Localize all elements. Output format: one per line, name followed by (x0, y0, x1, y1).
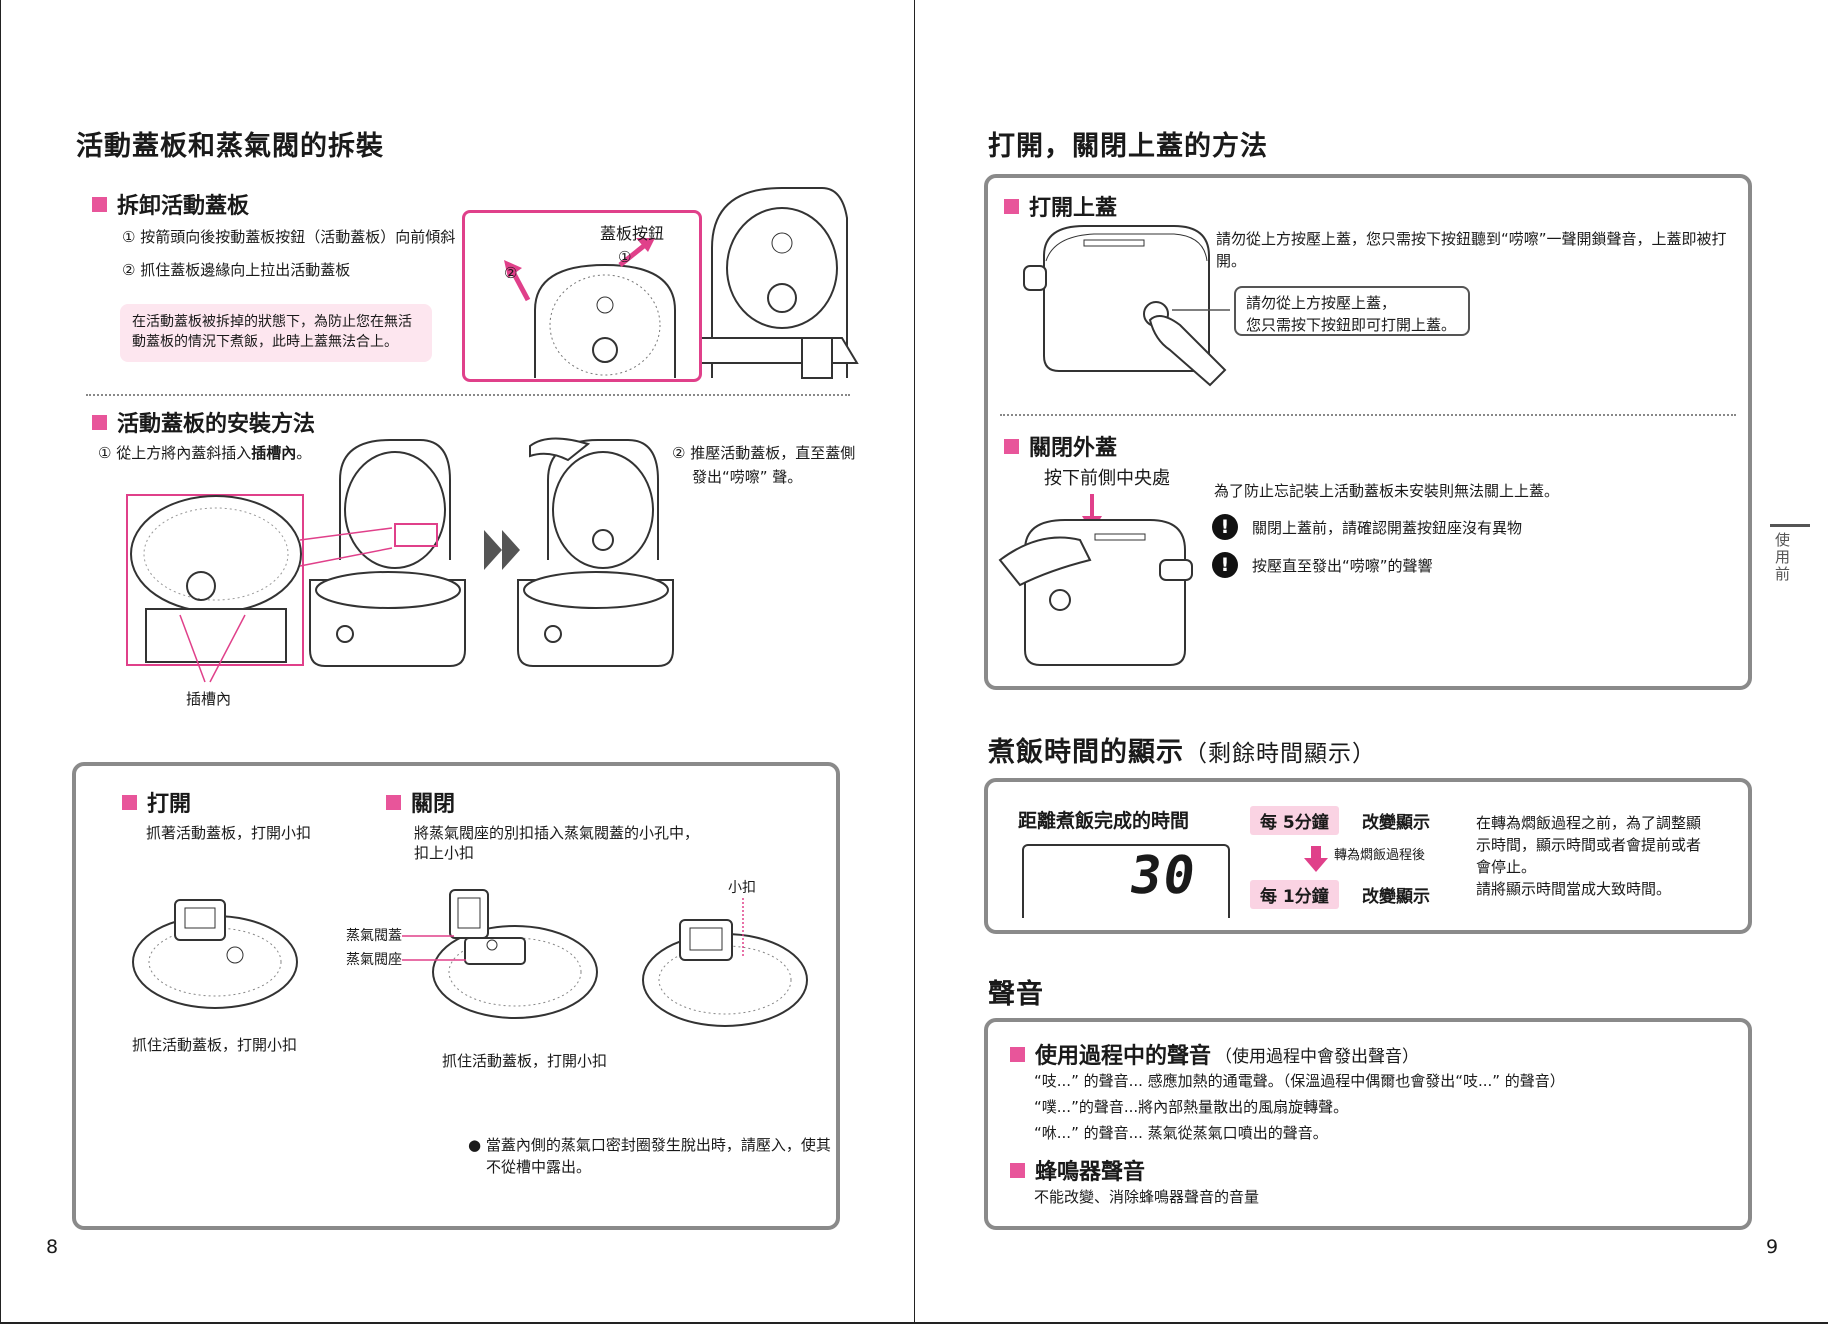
clip-pointer-line (742, 898, 744, 956)
every-1-min-badge: 每 1分鐘 (1250, 880, 1339, 909)
valve-cover-label: 蒸氣閥蓋 (346, 928, 402, 944)
open-clip-text: 抓著活動蓋板，打開小扣 (146, 824, 312, 842)
every-5-min-badge: 每 5分鐘 (1250, 806, 1339, 835)
sound-line-3: “咻...” 的聲音... 蒸氣從蒸氣口噴出的聲音。 (1034, 1124, 1328, 1142)
open-lid-text: 請勿從上方按壓上蓋，您只需按下按鈕聽到“唠嚓”一聲開鎖聲音，上蓋即被打開。 (1216, 230, 1727, 270)
inner-lid-open-drawing (132, 899, 298, 1009)
close-clip-text-line2: 扣上小扣 (414, 844, 475, 862)
sound-panel (984, 1018, 1752, 1230)
slot-detail-drawing (130, 495, 302, 663)
valve-label-lines (402, 935, 466, 961)
change-display-label-2: 改變顯示 (1362, 887, 1430, 907)
close-lid-text: 為了防止忘記裝上活動蓋板未安裝則無法關上上蓋。 (1214, 482, 1560, 500)
section-marker (122, 794, 137, 810)
warning-icon: ! (1212, 514, 1238, 540)
open-lid-heading: 打開上蓋 (1004, 190, 1117, 222)
section-marker (1010, 1046, 1025, 1062)
usage-sound-heading: 使用過程中的聲音（使用過程中會發出聲音） (1010, 1038, 1419, 1070)
transition-arrow-icon (1304, 846, 1328, 872)
valve-seat-label: 蒸氣閥座 (346, 952, 402, 968)
install-step-1: ① 從上方將內蓋斜插入插槽內。 (98, 444, 312, 462)
warning-row-1: ! 關閉上蓋前，請確認開蓋按鈕座沒有異物 (1212, 514, 1522, 540)
display-note-line1: 在轉為燜飯過程之前，為了調整顯 (1476, 814, 1702, 832)
remaining-time-label: 距離煮飯完成的時間 (1018, 810, 1190, 832)
step-mark-2: ② (504, 264, 518, 282)
display-note-line4: 請將顯示時間當成大致時間。 (1476, 880, 1672, 898)
section-marker (1010, 1162, 1025, 1178)
step-mark-1: ① (618, 248, 632, 266)
warning-icon: ! (1212, 552, 1238, 578)
zoom-connector-lines (299, 527, 393, 567)
open-clip-heading: 打開 (122, 786, 191, 818)
right-page-title: 打開，關閉上蓋的方法 (988, 131, 1268, 162)
timer-display-frame (1022, 844, 1230, 918)
install-step-2-line1: ② 推壓活動蓋板，直至蓋側 (672, 444, 856, 462)
section-divider (86, 394, 850, 396)
remove-cover-heading: 拆卸活動蓋板 (92, 188, 249, 220)
change-display-label-1: 改變顯示 (1362, 813, 1430, 833)
transition-label: 轉為燜飯過程後 (1334, 848, 1426, 863)
display-note-line3: 會停止。 (1476, 858, 1537, 876)
callout-leader-line (1172, 309, 1230, 311)
hand-press-button-icon (1148, 315, 1227, 387)
remove-step-1: ① 按箭頭向後按動蓋板按鈕（活動蓋板）向前傾斜 (122, 228, 456, 246)
timer-digits: 30 (1125, 846, 1201, 906)
install-cover-heading: 活動蓋板的安裝方法 (92, 406, 315, 438)
lid-panel (984, 174, 1752, 690)
buzzer-text: 不能改變、消除蜂鳴器聲音的音量 (1034, 1188, 1260, 1206)
close-clip-heading: 關閉 (386, 786, 455, 818)
slot-label: 插槽內 (186, 690, 232, 708)
bottom-edge (0, 1322, 1828, 1324)
side-tab-label: 使用前 (1773, 532, 1791, 583)
display-note-line2: 示時間，顯示時間或者會提前或者 (1476, 836, 1702, 854)
section-marker (92, 196, 107, 212)
caption-open-clip: 抓住活動蓋板，打開小扣 (132, 1036, 298, 1054)
press-front-center-label: 按下前側中央處 (1044, 468, 1170, 489)
seal-ring-note-line1: ● 當蓋內側的蒸氣口密封圈發生脫出時，請壓入，使其 (468, 1136, 831, 1154)
side-tab-marker (1770, 524, 1810, 527)
warning-row-2: ! 按壓直至發出“唠嚓”的聲響 (1212, 552, 1433, 578)
caption-close-clip: 抓住活動蓋板，打開小扣 (442, 1052, 608, 1070)
section-marker (1004, 198, 1019, 214)
inner-lid-closed-drawing (642, 919, 808, 1027)
section-marker (1004, 438, 1019, 454)
close-lid-heading: 關閉外蓋 (1004, 430, 1117, 462)
removed-cover-note: 在活動蓋板被拆掉的狀態下，為防止您在無活動蓋板的情況下煮飯，此時上蓋無法合上。 (120, 304, 432, 362)
cooker-push-cover-drawing (517, 437, 674, 667)
page-number-right: 9 (1766, 1236, 1779, 1258)
sound-title: 聲音 (988, 979, 1044, 1010)
left-page-title: 活動蓋板和蒸氣閥的拆裝 (76, 131, 384, 162)
sound-line-1: “吱...” 的聲音... 感應加熱的通電聲。（保溫過程中偶爾也會發出“吱...… (1034, 1072, 1565, 1090)
inner-lid-valve-drawing (432, 889, 598, 1019)
buzzer-heading: 蜂鳴器聲音 (1010, 1154, 1145, 1186)
cover-button-label: 蓋板按鈕 (600, 224, 665, 243)
lid-section-divider (1000, 414, 1736, 416)
cooker-closing-drawing (998, 519, 1193, 666)
section-marker (386, 794, 401, 810)
close-clip-text-line1: 將蒸氣閥座的別扣插入蒸氣閥蓋的小孔中， (414, 824, 700, 842)
clip-label: 小扣 (728, 880, 756, 896)
slot-pointer-lines (179, 614, 246, 683)
display-title: 煮飯時間的顯示（剩餘時間顯示） (988, 737, 1376, 768)
sound-line-2: “噗...”的聲音...將內部熱量散出的風扇旋轉聲。 (1034, 1098, 1349, 1116)
spine-line (914, 0, 915, 1324)
section-marker (92, 414, 107, 430)
page-number-left: 8 (46, 1236, 59, 1258)
left-page-edge (0, 0, 1, 1324)
steam-valve-panel (72, 762, 840, 1230)
remove-step-2: ② 抓住蓋板邊緣向上拉出活動蓋板 (122, 261, 351, 279)
cover-detail-drawing (504, 238, 676, 378)
install-step-2-line2: 發出“唠嚓” 聲。 (692, 468, 803, 486)
next-step-arrow-icon (484, 530, 520, 570)
open-lid-callout: 請勿從上方按壓上蓋， 您只需按下按鈕即可打開上蓋。 (1234, 286, 1470, 336)
seal-ring-note-line2: 不從槽中露出。 (486, 1158, 592, 1176)
cooker-open-lid-drawing (309, 439, 466, 667)
display-panel (984, 778, 1752, 934)
